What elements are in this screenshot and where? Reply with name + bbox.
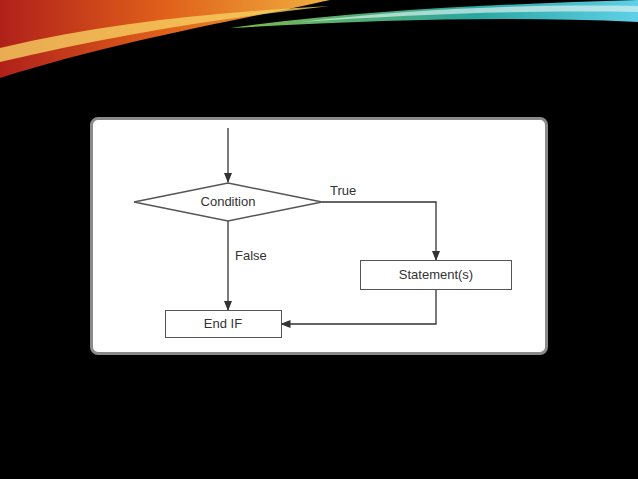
end-box: End IF — [165, 310, 282, 338]
flow-arrow — [227, 221, 228, 310]
node-text: Condition — [201, 194, 256, 210]
flow-arrow — [282, 290, 437, 324]
node-text: End IF — [204, 316, 242, 332]
edge-label: True — [328, 183, 358, 199]
flow-arrow — [322, 202, 436, 260]
entry-arrow — [227, 128, 228, 182]
decision-diamond: Condition — [134, 183, 322, 221]
diagram-panel — [90, 117, 548, 355]
node-text: Statement(s) — [399, 267, 473, 283]
edge-label: False — [233, 248, 269, 264]
process-box: Statement(s) — [360, 260, 512, 290]
